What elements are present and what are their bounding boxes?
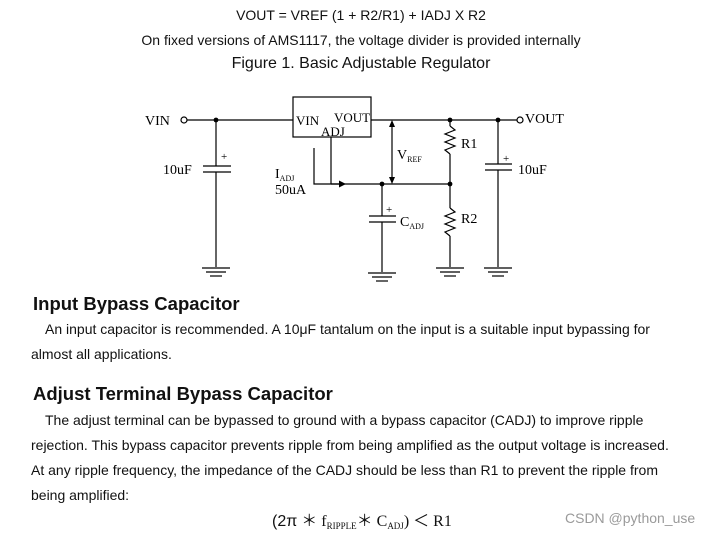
paragraph-line: An input capacitor is recommended. A 10μ… bbox=[45, 321, 650, 337]
vin-terminal bbox=[180, 116, 188, 124]
iadj-arrowhead bbox=[339, 180, 346, 188]
r1-resistor bbox=[443, 125, 457, 155]
equation-multiply: ＊ bbox=[356, 513, 377, 530]
junction-dot bbox=[447, 181, 453, 187]
regulator-circuit-diagram: VIN VOUT VIN VOUT ADJ 10uF 10uF + + + IA… bbox=[145, 96, 564, 282]
iadj-current-arrow bbox=[313, 148, 340, 185]
vref-arrowhead-top bbox=[389, 120, 395, 127]
adj-capacitor-plus: + bbox=[386, 204, 392, 216]
ripple-impedance-equation: (2π ＊ fRIPPLE＊ CADJ) ＜ R1 bbox=[272, 507, 452, 531]
paragraph-line: The adjust terminal can be bypassed to g… bbox=[45, 412, 644, 428]
input-capacitor-value: 10uF bbox=[163, 163, 192, 178]
iadj-label: IADJ bbox=[275, 167, 294, 183]
cadj-label: CADJ bbox=[400, 215, 424, 231]
ground-symbol-input bbox=[202, 267, 230, 277]
junction-dot bbox=[495, 117, 501, 123]
fixed-version-note: On fixed versions of AMS1117, the voltag… bbox=[141, 32, 581, 48]
r2-label: R2 bbox=[461, 212, 477, 227]
vout-terminal bbox=[516, 116, 524, 124]
equation-close: ) ＜ R1 bbox=[403, 513, 452, 530]
ground-symbol-output bbox=[484, 267, 512, 277]
vref-label: VREF bbox=[397, 148, 422, 164]
output-voltage-formula: VOUT = VREF (1 + R2/R1) + IADJ X R2 bbox=[236, 7, 486, 23]
ic-vin-pin-label: VIN bbox=[296, 113, 320, 128]
ground-symbol-adj bbox=[368, 272, 396, 282]
junction-dot bbox=[213, 117, 219, 123]
vref-arrowhead-bottom bbox=[389, 177, 395, 184]
equation-f-subscript: RIPPLE bbox=[326, 521, 357, 531]
ic-adj-pin-label: ADJ bbox=[321, 124, 345, 139]
equation-c-subscript: ADJ bbox=[387, 521, 404, 531]
equation-c: C bbox=[376, 513, 388, 530]
ground-symbol-divider bbox=[436, 267, 464, 277]
paragraph-line: rejection. This bypass capacitor prevent… bbox=[31, 437, 669, 453]
input-capacitor-plus: + bbox=[221, 151, 227, 163]
equation-open: (2π bbox=[272, 513, 298, 530]
paragraph-line: almost all applications. bbox=[31, 346, 172, 362]
vin-label: VIN bbox=[145, 114, 170, 129]
section-heading-input-bypass: Input Bypass Capacitor bbox=[33, 293, 240, 314]
output-capacitor-value: 10uF bbox=[518, 163, 547, 178]
equation-multiply: ＊ bbox=[297, 513, 322, 530]
regulator-ic bbox=[292, 96, 372, 138]
figure-caption: Figure 1. Basic Adjustable Regulator bbox=[231, 55, 491, 72]
paragraph-line: being amplified: bbox=[31, 487, 130, 503]
iadj-value: 50uA bbox=[275, 183, 307, 198]
section-heading-adjust-bypass: Adjust Terminal Bypass Capacitor bbox=[33, 383, 333, 404]
output-capacitor-plus: + bbox=[503, 153, 509, 165]
vout-label: VOUT bbox=[525, 112, 564, 127]
junction-dot bbox=[447, 117, 453, 123]
equation-f: f bbox=[321, 513, 327, 530]
watermark: CSDN @python_use bbox=[565, 510, 696, 526]
junction-dot bbox=[379, 181, 385, 187]
r2-resistor bbox=[443, 207, 457, 237]
r1-label: R1 bbox=[461, 137, 477, 152]
paragraph-line: At any ripple frequency, the impedance o… bbox=[31, 462, 658, 478]
ic-vout-pin-label: VOUT bbox=[334, 110, 370, 125]
